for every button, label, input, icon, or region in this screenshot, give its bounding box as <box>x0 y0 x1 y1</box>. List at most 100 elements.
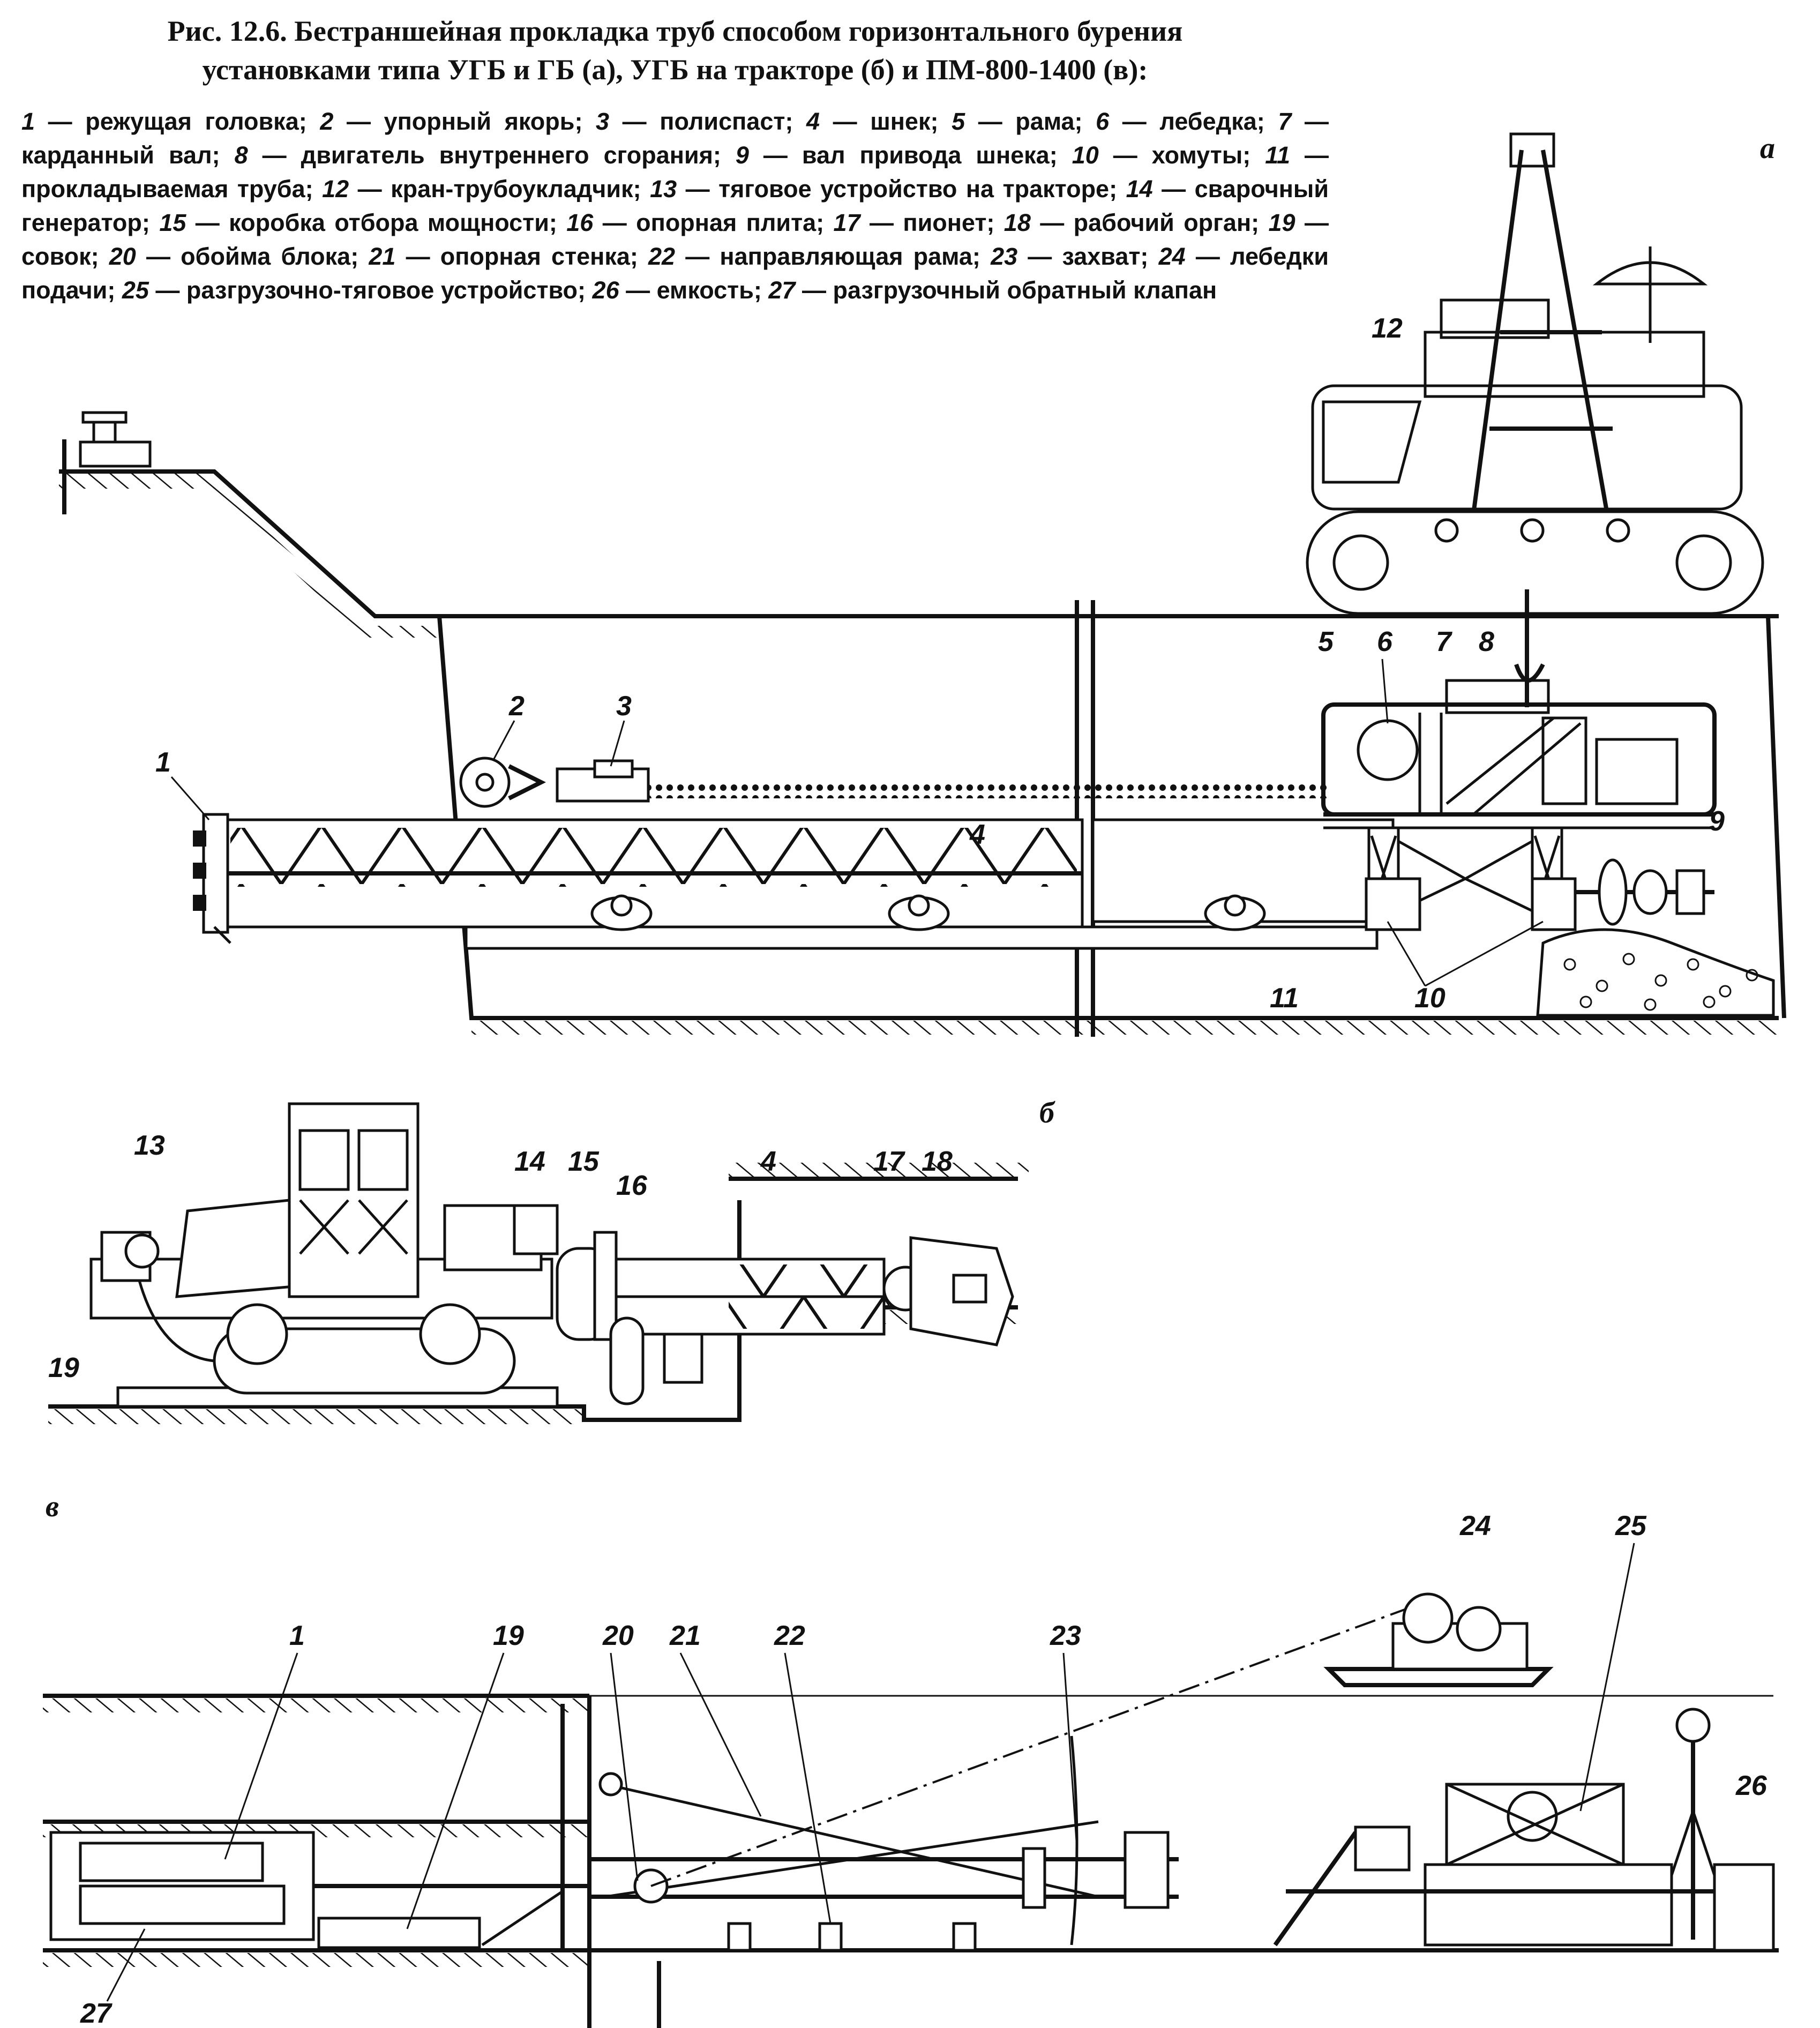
pipe-supports <box>590 894 1266 931</box>
legend-item-6: 6 — лебедка; <box>1096 108 1278 135</box>
drawing-part-b <box>48 1102 1029 1424</box>
callout-v-27: 27 <box>80 1998 113 2028</box>
legend-number: 3 <box>596 108 610 135</box>
pipelayer-crane <box>1306 132 1764 707</box>
callout-b-15: 15 <box>568 1146 600 1177</box>
legend-number: 12 <box>322 175 349 203</box>
legend-item-23: 23 — захват; <box>991 243 1159 270</box>
legend-item-16: 16 — опорная плита; <box>566 209 834 236</box>
legend-item-27: 27 — разгрузочный обратный клапан <box>768 276 1217 304</box>
legend-number: 27 <box>768 276 796 304</box>
legend-number: 17 <box>833 209 860 236</box>
callout-b-4: 4 <box>760 1146 776 1177</box>
legend-item-5: 5 — рама; <box>952 108 1096 135</box>
leader-v-23 <box>1062 1652 1078 1849</box>
callout-v-21: 21 <box>669 1620 701 1651</box>
callout-a-12: 12 <box>1372 313 1403 344</box>
callout-b-19: 19 <box>48 1352 79 1383</box>
pulley-block <box>556 759 650 803</box>
legend-item-2: 2 — упорный якорь; <box>320 108 596 135</box>
callout-b-18: 18 <box>922 1146 953 1177</box>
legend-number: 21 <box>369 243 396 270</box>
leader-a-6 <box>1381 658 1389 724</box>
callout-a-5: 5 <box>1318 626 1334 657</box>
part-label-a: а <box>1760 132 1775 165</box>
leader-a-10 <box>1387 921 1426 986</box>
legend-item-26: 26 — емкость; <box>592 276 769 304</box>
callout-a-8: 8 <box>1479 626 1494 657</box>
legend-item-3: 3 — полиспаст; <box>596 108 806 135</box>
legend-number: 26 <box>592 276 619 304</box>
legend-number: 1 <box>21 108 35 135</box>
legend-number: 22 <box>648 243 676 270</box>
legend-number: 25 <box>122 276 149 304</box>
leader-a-1 <box>170 776 210 820</box>
callout-a-1: 1 <box>155 747 171 778</box>
legend-item-17: 17 — пионет; <box>833 209 1004 236</box>
legend-number: 19 <box>1268 209 1295 236</box>
legend-number: 18 <box>1003 209 1031 236</box>
drawing-part-v <box>43 1592 1779 2028</box>
legend-number: 5 <box>952 108 965 135</box>
legend-number: 24 <box>1158 243 1186 270</box>
callout-v-25: 25 <box>1615 1510 1647 1541</box>
callout-a-6: 6 <box>1377 626 1393 657</box>
tank <box>1670 1708 1775 1952</box>
callout-a-2: 2 <box>508 691 525 722</box>
legend-item-15: 15 — коробка отбора мощности; <box>159 209 567 236</box>
callout-v-19: 19 <box>493 1620 524 1651</box>
callout-a-4: 4 <box>969 819 985 850</box>
leader-v-20 <box>610 1652 639 1881</box>
legend-item-1: 1 — режущая головка; <box>21 108 320 135</box>
legend-number: 13 <box>650 175 677 203</box>
legend-item-10: 10 — хомуты; <box>1072 141 1265 169</box>
part-label-b: б <box>1039 1096 1055 1129</box>
legend-item-9: 9 — вал привода шнека; <box>735 141 1072 169</box>
legend-item-21: 21 — опорная стенка; <box>369 243 649 270</box>
callout-v-23: 23 <box>1050 1620 1081 1651</box>
leader-v-21 <box>679 1652 762 1817</box>
legend-item-25: 25 — разгрузочно-тяговое устройство; <box>122 276 593 304</box>
callout-a-9: 9 <box>1709 806 1725 837</box>
legend-number: 10 <box>1072 141 1099 169</box>
legend-number: 4 <box>806 108 820 135</box>
callout-v-24: 24 <box>1459 1510 1491 1541</box>
legend-item-20: 20 — обойма блока; <box>109 243 369 270</box>
thrust-anchor <box>459 757 546 808</box>
legend-number: 2 <box>320 108 334 135</box>
callout-b-17: 17 <box>873 1146 905 1177</box>
tractor <box>89 1102 559 1408</box>
rail-track <box>64 411 177 474</box>
callout-a-3: 3 <box>616 691 632 722</box>
leader-a-3 <box>610 720 625 767</box>
leader-v-25 <box>1579 1543 1635 1812</box>
leader-a-10b <box>1425 921 1544 987</box>
caption-line-1: Рис. 12.6. Бестраншейная прокладка труб … <box>167 15 1183 47</box>
callout-b-16: 16 <box>616 1170 648 1201</box>
figure-caption: Рис. 12.6. Бестраншейная прокладка труб … <box>32 12 1318 89</box>
legend-number: 20 <box>109 243 136 270</box>
leader-v-27 <box>106 1928 146 2002</box>
legend-item-14: 14 — сварочный генератор; <box>21 175 1329 236</box>
tackle-rope <box>648 782 1329 798</box>
caption-line-2: установками типа УГБ и ГБ (а), УГБ на тр… <box>202 54 1148 86</box>
callout-b-13: 13 <box>134 1130 165 1161</box>
leader-v-1 <box>224 1652 298 1860</box>
callout-b-14: 14 <box>514 1146 545 1177</box>
legend-item-8: 8 — двигатель внутреннего сгорания; <box>234 141 736 169</box>
legend-number: 11 <box>1265 141 1290 169</box>
legend-number: 7 <box>1278 108 1292 135</box>
legend-number: 23 <box>991 243 1018 270</box>
callout-v-26: 26 <box>1735 1770 1767 1801</box>
leader-v-19 <box>406 1652 505 1929</box>
tunnel-tube <box>49 1831 589 1949</box>
legend-item-12: 12 — кран-трубоукладчик; <box>322 175 650 203</box>
callout-a-11: 11 <box>1270 983 1299 1014</box>
legend-item-11: 11 — прокладываемая труба; <box>21 141 1329 203</box>
callout-v-22: 22 <box>774 1620 805 1651</box>
feed-winch <box>1323 1592 1554 1687</box>
legend-item-7: 7 — карданный вал; <box>21 108 1329 169</box>
legend-item-18: 18 — рабочий орган; <box>1003 209 1269 236</box>
guide-frame <box>589 1735 1179 1952</box>
